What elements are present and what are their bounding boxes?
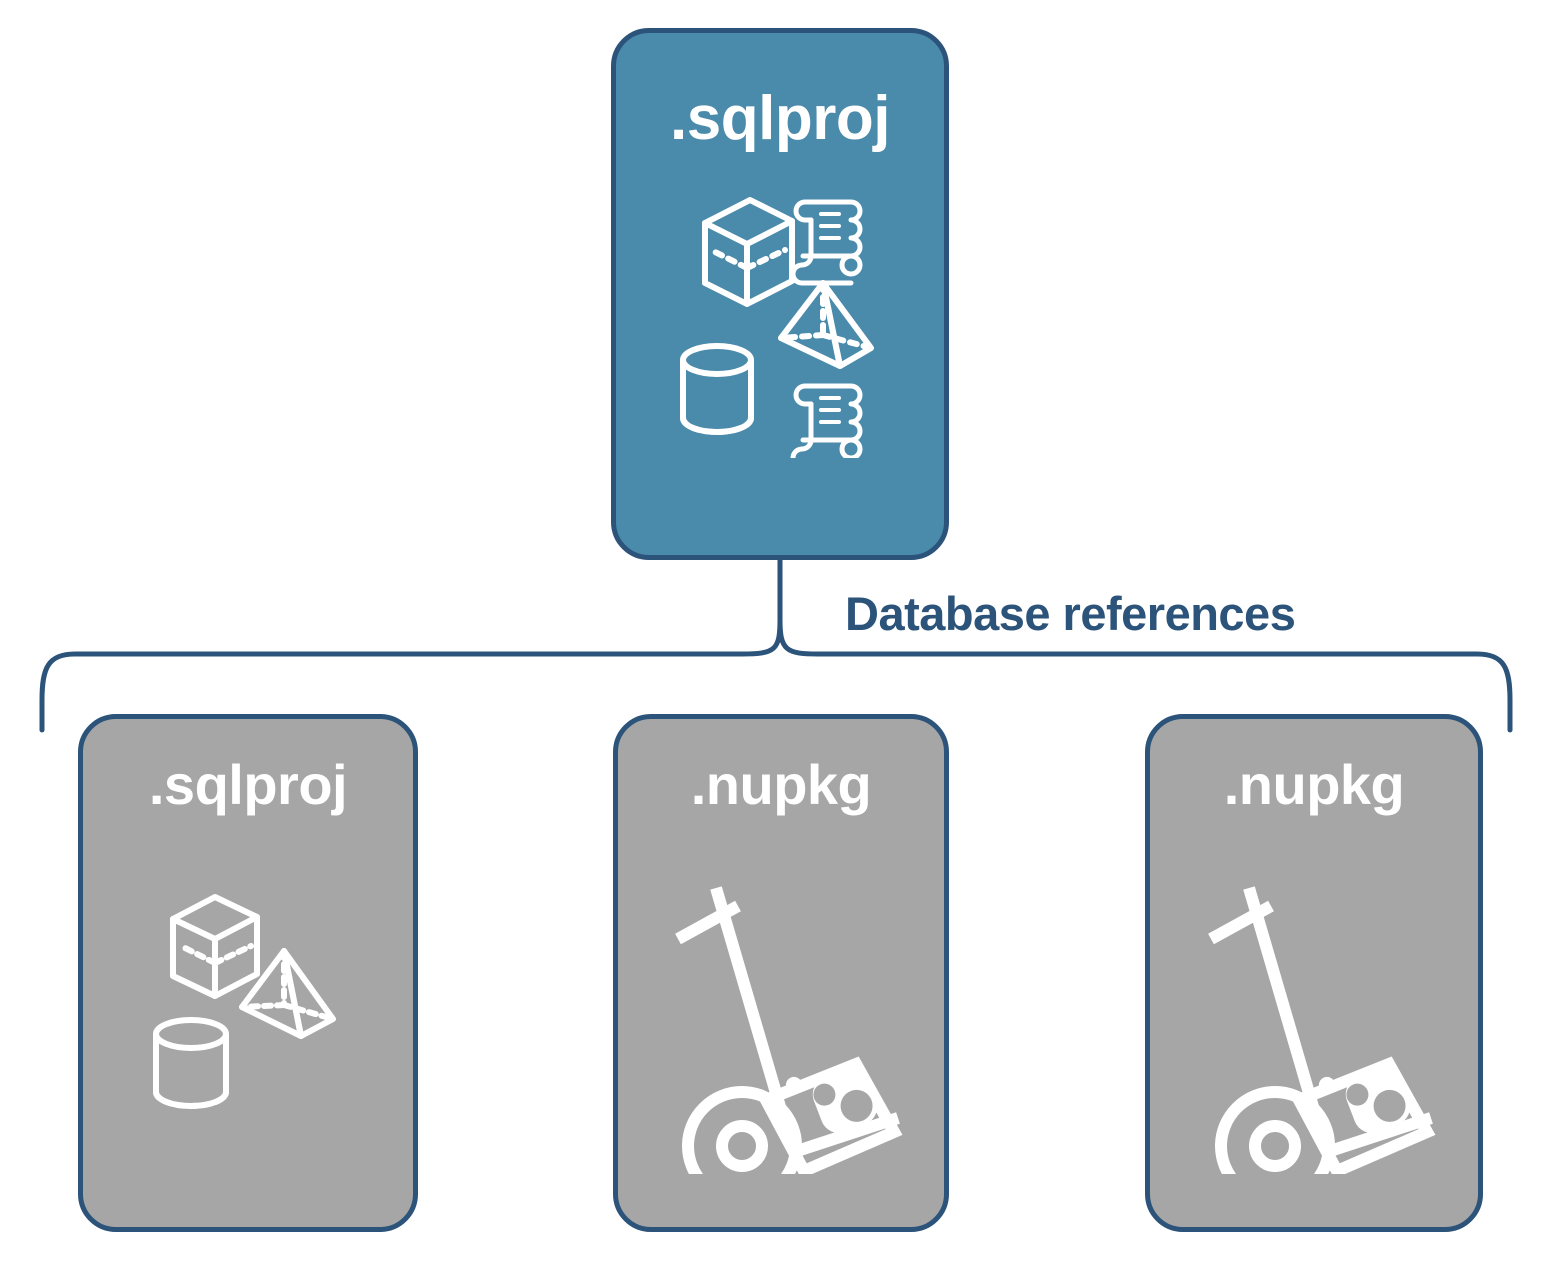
- cylinder-icon: [153, 1017, 229, 1109]
- child-shapes-svg: [153, 894, 336, 1109]
- root-shapes-svg: [680, 197, 874, 458]
- root-icon-cluster: [616, 183, 944, 463]
- pyramid-icon: [778, 280, 874, 369]
- nuget-logo-icon: [1318, 1068, 1411, 1133]
- wheel-icon: [682, 1086, 802, 1174]
- bracket-label-database-references: Database references: [845, 587, 1296, 640]
- hand-truck-package-icon: [1208, 886, 1436, 1174]
- pyramid-icon: [239, 948, 336, 1039]
- hand-truck-package-icon: [675, 886, 903, 1174]
- child-2-icon-cluster: [618, 859, 944, 1199]
- cylinder-icon: [680, 343, 754, 435]
- scroll-icon: [790, 199, 863, 286]
- node-child-sqlproj[interactable]: .sqlproj: [78, 714, 418, 1232]
- nuget-logo-icon: [785, 1068, 878, 1133]
- node-child-3-title: .nupkg: [1223, 753, 1405, 816]
- child-3-icon-cluster: [1150, 859, 1478, 1199]
- node-child-nupkg-1[interactable]: .nupkg: [613, 714, 949, 1232]
- node-child-nupkg-2[interactable]: .nupkg: [1145, 714, 1483, 1232]
- cube-icon: [702, 197, 795, 307]
- cube-icon: [170, 894, 260, 999]
- node-root-sqlproj[interactable]: .sqlproj: [611, 28, 949, 560]
- child-1-icon-cluster: [83, 864, 413, 1144]
- wheel-icon: [1215, 1086, 1335, 1174]
- node-root-title: .sqlproj: [670, 84, 890, 153]
- scroll-icon: [790, 383, 863, 458]
- node-child-2-title: .nupkg: [690, 753, 872, 816]
- node-child-1-title: .sqlproj: [148, 753, 348, 816]
